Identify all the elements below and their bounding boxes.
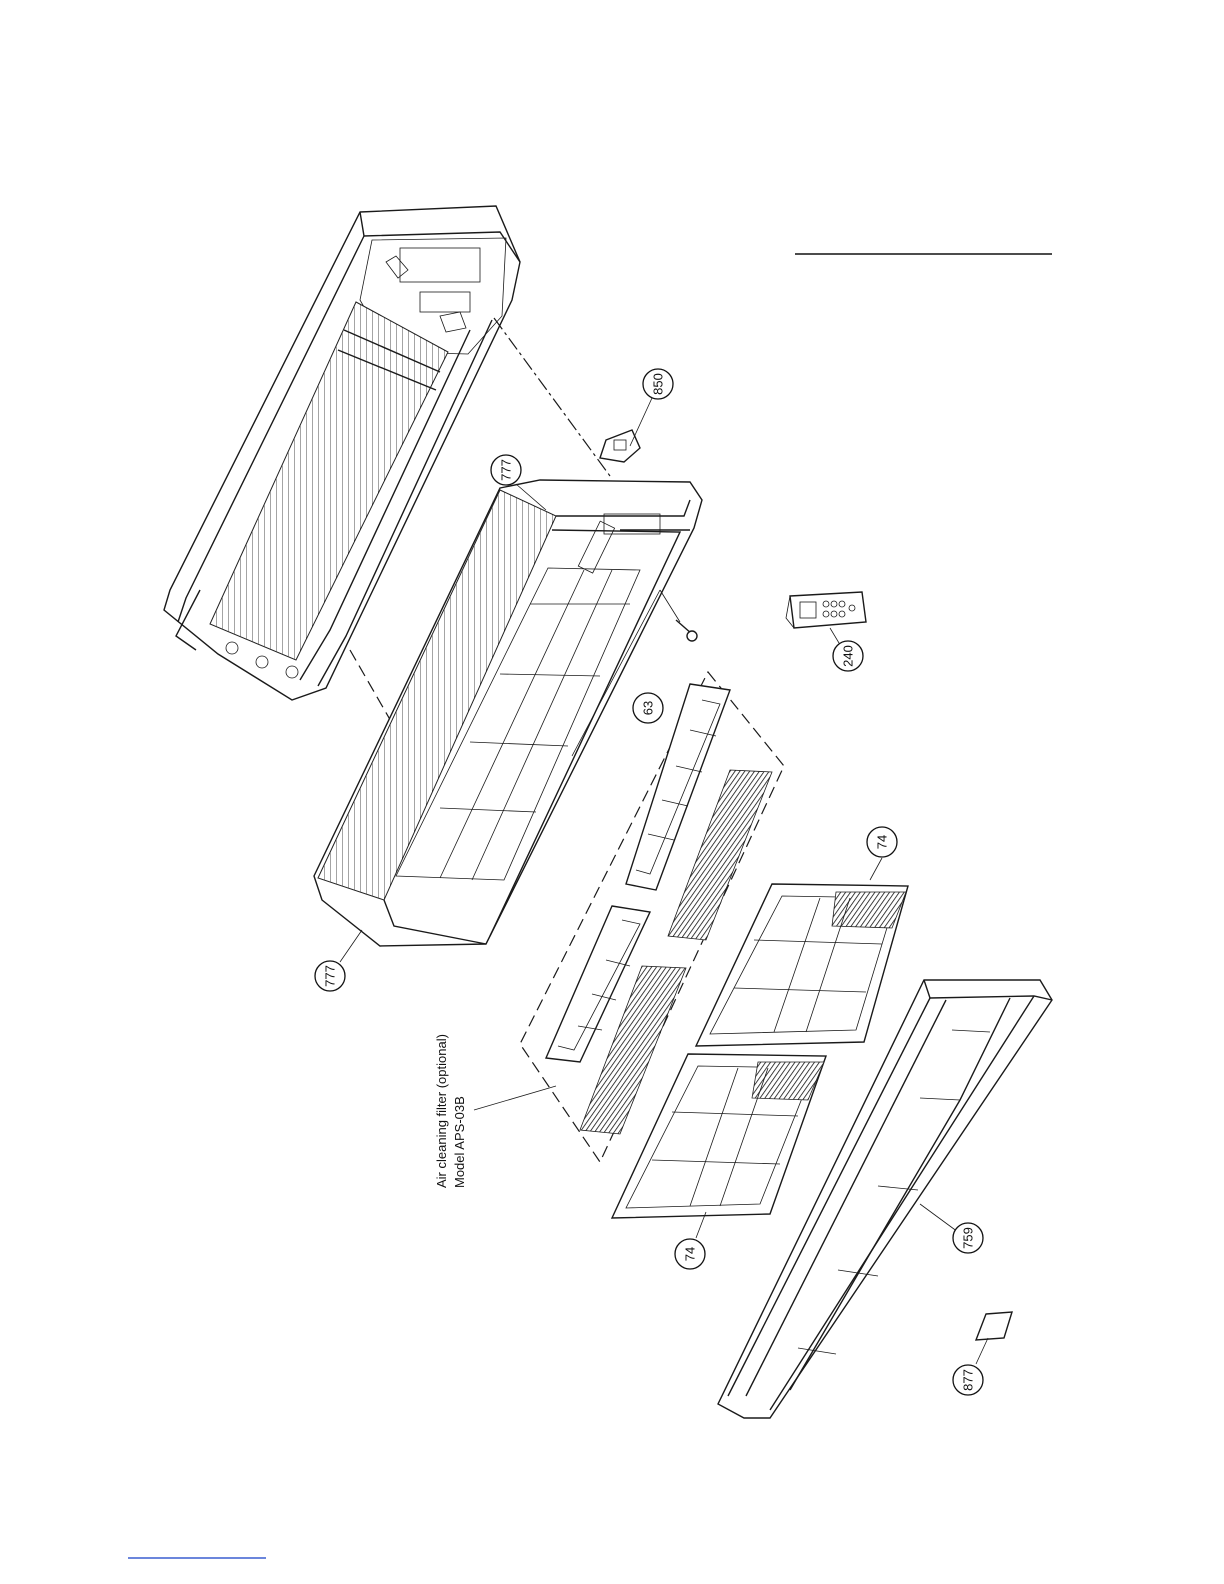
leader-line: [340, 930, 362, 962]
air-filter-left: [612, 1054, 826, 1238]
callout-877-label: 877: [961, 1369, 976, 1391]
callout-850-label: 850: [651, 373, 666, 395]
callout-74-left-label: 74: [683, 1247, 698, 1261]
callout-240: 240: [833, 641, 863, 671]
callout-759-label: 759: [961, 1227, 976, 1249]
callout-777-top-label: 777: [499, 459, 514, 481]
part-850-bracket: [600, 398, 652, 462]
callout-777-left-label: 777: [323, 965, 338, 987]
callout-777-top: 777: [491, 455, 521, 485]
callout-240-label: 240: [841, 645, 856, 667]
filter-note: Air cleaning filter (optional) Model APS…: [434, 1034, 467, 1188]
remote-control: [786, 592, 866, 648]
callout-63: 63: [633, 693, 663, 723]
callout-63-label: 63: [641, 701, 656, 715]
callout-759: 759: [953, 1223, 983, 1253]
filter-note-line1: Air cleaning filter (optional): [434, 1034, 449, 1188]
screw: [676, 620, 697, 641]
callout-74-right-label: 74: [875, 835, 890, 849]
filter-note-line2: Model APS-03B: [452, 1096, 467, 1188]
callout-74-left: 74: [675, 1239, 705, 1269]
part-877-label: [976, 1312, 1012, 1364]
callout-74-right: 74: [867, 827, 897, 857]
callout-877: 877: [953, 1365, 983, 1395]
leader-line: [474, 1086, 556, 1110]
alignment-line: [494, 318, 610, 476]
callout-850: 850: [643, 369, 673, 399]
callout-777-left: 777: [315, 961, 345, 991]
leader-line: [660, 590, 680, 622]
